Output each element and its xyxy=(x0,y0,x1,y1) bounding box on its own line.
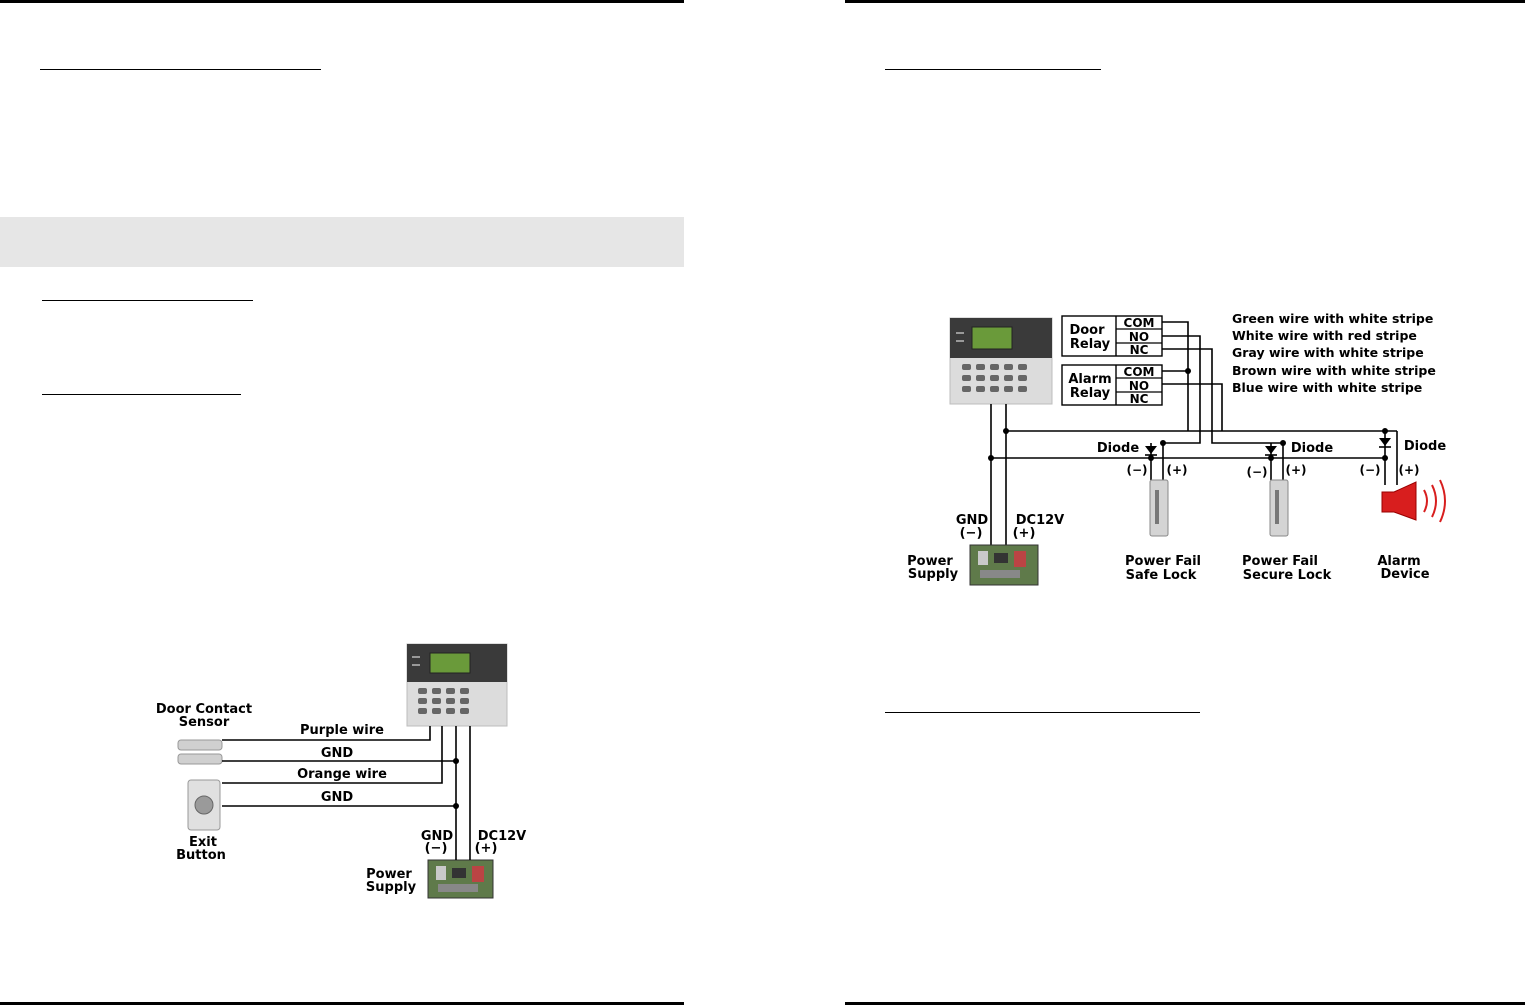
wire-label-orange: Orange wire xyxy=(297,767,387,782)
secure-lock-icon xyxy=(1269,479,1289,537)
secure-lock-label-1: Power Fail xyxy=(1242,554,1318,569)
wires xyxy=(222,726,471,860)
keypad-device xyxy=(949,317,1053,405)
secure-lock-label-2: Secure Lock xyxy=(1243,568,1332,583)
alarm-relay-box xyxy=(1061,364,1163,406)
alarm-relay-no: NO xyxy=(1129,379,1149,393)
exit-button-label-2: Button xyxy=(176,848,226,863)
wire-legend-2: White wire with red stripe xyxy=(1232,328,1417,343)
dc-label-1: DC12V xyxy=(1016,513,1064,528)
alarm-device-label-2: Device xyxy=(1380,567,1429,582)
exit-button-label-1: Exit xyxy=(189,835,217,850)
diode-icon-3 xyxy=(1379,438,1391,448)
power-supply-label-1: Power xyxy=(907,554,953,569)
diode-label-3: Diode xyxy=(1404,439,1446,454)
polarity-label-6: (+) xyxy=(1398,463,1419,477)
wire-label-purple: Purple wire xyxy=(300,723,384,738)
heading-underline-4 xyxy=(885,69,1101,70)
dc-label-1: DC12V xyxy=(478,829,526,844)
heading-underline-5 xyxy=(885,712,1200,713)
gnd-label-2: (−) xyxy=(425,841,448,856)
heading-underline-1 xyxy=(40,69,321,70)
power-supply-label-2: Supply xyxy=(366,880,417,895)
heading-underline-3 xyxy=(42,394,241,395)
gnd-label-1: GND xyxy=(421,829,454,844)
safe-lock-icon xyxy=(1149,479,1169,537)
alarm-device-label-1: Alarm xyxy=(1377,554,1420,569)
door-sensor-wiring-diagram: Door Contact Sensor Purple wire GND Oran… xyxy=(156,643,526,899)
polarity-label-5: (−) xyxy=(1359,463,1380,477)
door-relay-no: NO xyxy=(1129,330,1149,344)
diode-icon-1 xyxy=(1145,446,1157,456)
alarm-relay-label-2: Relay xyxy=(1070,386,1111,401)
heading-underline-2 xyxy=(42,300,253,301)
diode-icon-2 xyxy=(1265,446,1277,456)
wire-label-gnd-2: GND xyxy=(321,790,354,805)
wires xyxy=(988,321,1398,545)
door-relay-label-1: Door xyxy=(1069,323,1105,338)
right-bottom-rule xyxy=(845,1002,1525,1005)
power-supply-label-1: Power xyxy=(366,867,412,882)
section-band xyxy=(0,217,684,267)
wire-legend-4: Brown wire with white stripe xyxy=(1232,363,1436,378)
gnd-label-2: (−) xyxy=(960,526,983,541)
left-top-rule xyxy=(0,0,684,3)
door-contact-sensor-icon xyxy=(177,739,223,765)
exit-button-icon xyxy=(187,779,221,831)
diode-label-2: Diode xyxy=(1291,441,1333,456)
wire-legend-1: Green wire with white stripe xyxy=(1232,311,1433,326)
alarm-siren-icon xyxy=(1381,479,1446,523)
door-relay-label-2: Relay xyxy=(1070,337,1111,352)
wire-legend-5: Blue wire with white stripe xyxy=(1232,380,1422,395)
polarity-label-2: (+) xyxy=(1166,463,1187,477)
lock-alarm-wiring-diagram: Door Relay COM NO NC Alarm Relay COM NO … xyxy=(907,311,1446,586)
polarity-label-4: (+) xyxy=(1285,463,1306,477)
wire-label-gnd-1: GND xyxy=(321,746,354,761)
left-bottom-rule xyxy=(0,1002,684,1005)
safe-lock-label-2: Safe Lock xyxy=(1126,568,1197,583)
door-sensor-label-1: Door Contact xyxy=(156,702,252,717)
dc-label-2: (+) xyxy=(475,841,498,856)
wire-legend-3: Gray wire with white stripe xyxy=(1232,345,1424,360)
door-relay-com: COM xyxy=(1124,316,1155,330)
door-relay-box xyxy=(1061,315,1163,357)
gnd-label-1: GND xyxy=(956,513,989,528)
keypad-device xyxy=(406,643,508,727)
power-supply-board-icon xyxy=(969,544,1039,586)
alarm-relay-com: COM xyxy=(1124,365,1155,379)
diode-label-1: Diode xyxy=(1097,441,1139,456)
power-supply-label-2: Supply xyxy=(908,567,959,582)
dc-label-2: (+) xyxy=(1013,526,1036,541)
right-top-rule xyxy=(845,0,1525,3)
alarm-relay-label-1: Alarm xyxy=(1068,372,1111,387)
safe-lock-label-1: Power Fail xyxy=(1125,554,1201,569)
door-sensor-label-2: Sensor xyxy=(179,715,230,730)
polarity-label-1: (−) xyxy=(1126,463,1147,477)
door-relay-nc: NC xyxy=(1130,343,1149,357)
alarm-relay-nc: NC xyxy=(1130,392,1149,406)
polarity-label-3: (−) xyxy=(1246,465,1267,479)
power-supply-board-icon xyxy=(427,859,494,899)
